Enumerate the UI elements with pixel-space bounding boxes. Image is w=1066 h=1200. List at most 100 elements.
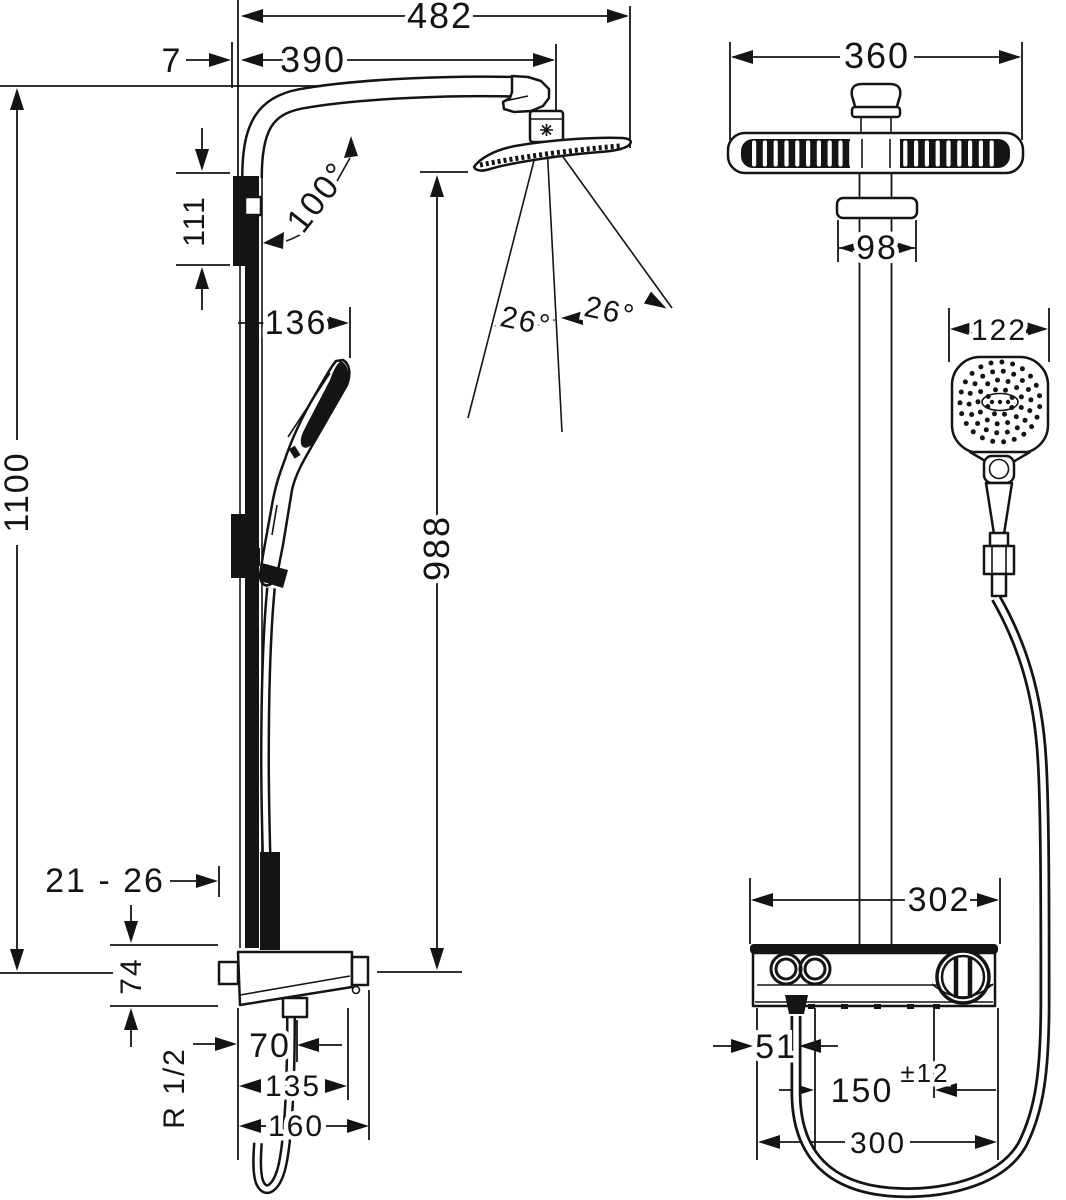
nozzle-dot (1014, 425, 1020, 431)
nozzle-dot (994, 430, 1000, 436)
dim-111-arrow-bottom (195, 267, 209, 289)
dim-supply-spacing-label: 150 (831, 1072, 894, 1110)
nozzle-dot (1011, 436, 1017, 442)
dim-70-arrow (297, 1038, 319, 1052)
drop-pipe-front (835, 173, 919, 944)
dim-head-to-valve-label: 988 (416, 515, 457, 581)
rib-slit (762, 140, 767, 167)
valve-front (750, 944, 998, 1014)
hand-shower-nipple (990, 572, 1008, 598)
hand-shower-cone (988, 531, 1010, 548)
rib-slit (978, 140, 983, 167)
dim-hand-shower-offset-label: 136 (265, 304, 328, 342)
holder-clamp (246, 548, 260, 566)
pipe-bracket (835, 196, 919, 220)
valve-feet (808, 1004, 940, 1009)
rib-slit (957, 140, 962, 167)
overhead-center-lines (861, 139, 891, 168)
nozzle-dot (1033, 382, 1039, 388)
nozzle-dot (994, 421, 1000, 427)
hand-shower-back (300, 361, 349, 448)
dim-160-arrow-right (347, 1119, 369, 1133)
nozzle-dot (969, 370, 975, 376)
dim-302-arrow-left (751, 893, 773, 907)
dim-outlet-offset-label: 70 (249, 1027, 291, 1065)
overhead-spray-lines (467, 142, 673, 433)
arm-spout-detail (504, 95, 529, 102)
nozzle-dot (959, 411, 965, 417)
select-button-1-inner (774, 957, 798, 981)
angle-100-arrow-arm (344, 136, 358, 158)
nozzle-dot (1011, 371, 1017, 377)
nozzle-dot (1037, 404, 1043, 410)
dim-300-arrow-left (758, 1135, 780, 1149)
hand-shower-side (231, 358, 351, 588)
nozzle-dot (957, 400, 963, 406)
dim-135-arrow-right (325, 1079, 347, 1093)
ext-122 (948, 308, 1050, 362)
dim-302-arrow-right (977, 893, 999, 907)
dim-overall-height-label: 1100 (0, 451, 36, 532)
dim-1100-arrow-bottom (10, 949, 24, 971)
angle-26-arrow-mid-left (534, 313, 556, 327)
nozzle-dot (1010, 361, 1016, 367)
nozzle-dot (985, 381, 991, 387)
rib-slit (989, 140, 994, 167)
dim-valve-width-label: 302 (908, 881, 971, 919)
dim-390-arrow-left (241, 53, 263, 67)
dim-1100-arrow-top (10, 88, 24, 110)
nozzle-dot (1025, 387, 1031, 392)
nozzle-dot (1019, 378, 1025, 383)
dim-150-arrow-right (935, 1083, 957, 1097)
dim-hose-outlet-offset-label: 51 (755, 1028, 797, 1066)
nozzle-dot (995, 377, 1000, 383)
dim-bracket-height-label: 111 (178, 195, 211, 247)
nozzle-dot (990, 438, 996, 444)
valve-supply-connector (217, 960, 240, 986)
nozzle-dot (1022, 417, 1028, 423)
front-dimension-graphics (713, 50, 1048, 1149)
dim-988-arrow-top (430, 175, 444, 197)
knob-recess (931, 983, 994, 998)
nozzle-dot-center (1005, 399, 1011, 405)
hose-side (252, 587, 296, 1194)
rib-slit (968, 140, 973, 167)
nozzle-dot (966, 401, 972, 407)
dim-valve-overall-depth-label: 160 (268, 1110, 324, 1143)
front-reference-lines (729, 42, 1050, 1160)
dim-74-arrow-top (124, 921, 138, 943)
hand-shower-detail-lines (271, 372, 331, 536)
dim-74-lines (110, 905, 218, 1047)
nozzle-dot (990, 369, 996, 375)
nozzle-dot-center (997, 399, 1003, 405)
nozzle-dot (1037, 393, 1042, 399)
drop-pipe-lines (858, 173, 893, 944)
temperature-knob-inner (940, 954, 986, 1000)
hose-front (790, 595, 1051, 1199)
nozzle-dot (992, 411, 997, 417)
dim-hand-shower-width-label: 122 (971, 314, 1027, 347)
nozzle-dot (977, 409, 983, 415)
rib-slit (816, 140, 821, 167)
temperature-knob (935, 949, 991, 1005)
nozzle-dot (980, 373, 986, 379)
dim-135-arrow-left (239, 1079, 261, 1093)
angle-100-leader (285, 157, 351, 242)
ext-98 (837, 220, 917, 262)
dim-arm-projection-label: 390 (280, 39, 346, 80)
knob-grip-lines (953, 957, 973, 998)
ext-150 (814, 1008, 935, 1157)
rib-slit (773, 140, 778, 167)
nozzle-dot (978, 364, 984, 370)
swivel-connector (528, 109, 565, 144)
dim-thread-label: R 1/2 (158, 1047, 191, 1129)
overhead-shower-front (726, 82, 1025, 175)
overhead-nozzle-band (479, 143, 621, 168)
overhead-center-gap (850, 137, 900, 170)
angle-26-arrow-left (494, 319, 516, 333)
nozzle-dot (958, 389, 964, 395)
dim-360-arrow-left (731, 50, 753, 64)
nozzle-dot (1018, 394, 1024, 400)
nozzle-dot (979, 435, 985, 441)
dim-122-arrow-left (950, 322, 972, 336)
